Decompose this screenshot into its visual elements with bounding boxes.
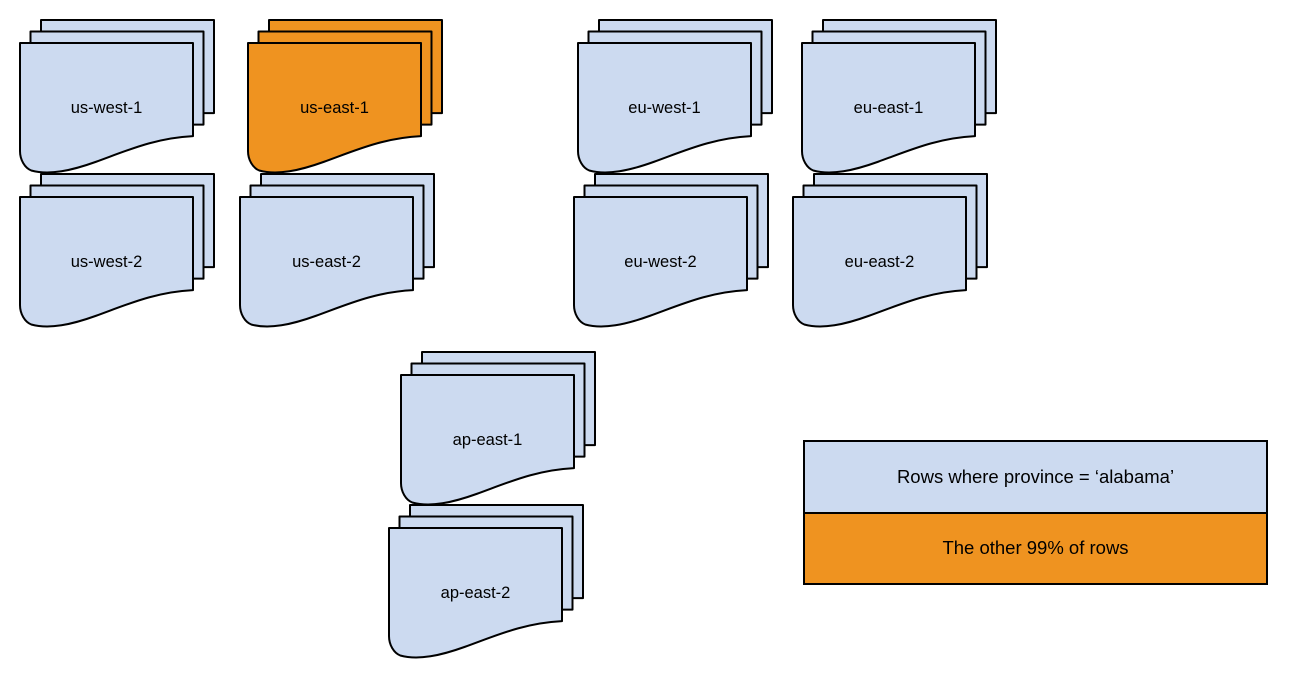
region-stack-us-east-1[interactable]: us-east-1	[246, 18, 444, 174]
legend: Rows where province = ‘alabama’ The othe…	[803, 440, 1268, 585]
region-stack-graphic-eu-west-2	[573, 173, 769, 328]
region-stack-graphic-eu-east-1	[801, 19, 997, 174]
sheet-front-eu-west-2	[573, 196, 748, 328]
region-stack-us-east-2[interactable]: us-east-2	[238, 172, 436, 328]
region-stack-us-west-1[interactable]: us-west-1	[18, 18, 216, 174]
legend-label-blue: Rows where province = ‘alabama’	[896, 465, 1175, 487]
sheet-front-us-west-2	[19, 196, 194, 328]
region-stack-graphic-ap-east-2	[388, 504, 584, 659]
region-stack-graphic-ap-east-1	[400, 351, 596, 506]
legend-label-orange: The other 99% of rows	[942, 537, 1129, 559]
region-stack-eu-east-1[interactable]: eu-east-1	[800, 18, 998, 174]
region-stack-ap-east-2[interactable]: ap-east-2	[387, 503, 585, 659]
region-stack-us-west-2[interactable]: us-west-2	[18, 172, 216, 328]
region-stack-eu-west-1[interactable]: eu-west-1	[576, 18, 774, 174]
region-stack-graphic-us-east-2	[239, 173, 435, 328]
sheet-front-ap-east-2	[388, 527, 563, 659]
sheet-front-eu-west-1	[577, 42, 752, 174]
region-stack-graphic-us-west-2	[19, 173, 215, 328]
sheet-front-us-east-1	[247, 42, 422, 174]
sheet-front-eu-east-2	[792, 196, 967, 328]
region-stack-eu-west-2[interactable]: eu-west-2	[572, 172, 770, 328]
sheet-front-us-west-1	[19, 42, 194, 174]
region-stack-ap-east-1[interactable]: ap-east-1	[399, 350, 597, 506]
sheet-front-ap-east-1	[400, 374, 575, 506]
sheet-front-eu-east-1	[801, 42, 976, 174]
region-stack-eu-east-2[interactable]: eu-east-2	[791, 172, 989, 328]
legend-row-orange: The other 99% of rows	[805, 513, 1266, 583]
region-stack-graphic-us-west-1	[19, 19, 215, 174]
sheet-front-us-east-2	[239, 196, 414, 328]
region-stack-graphic-eu-east-2	[792, 173, 988, 328]
region-stack-graphic-eu-west-1	[577, 19, 773, 174]
region-stack-graphic-us-east-1	[247, 19, 443, 174]
legend-row-blue: Rows where province = ‘alabama’	[805, 442, 1266, 514]
